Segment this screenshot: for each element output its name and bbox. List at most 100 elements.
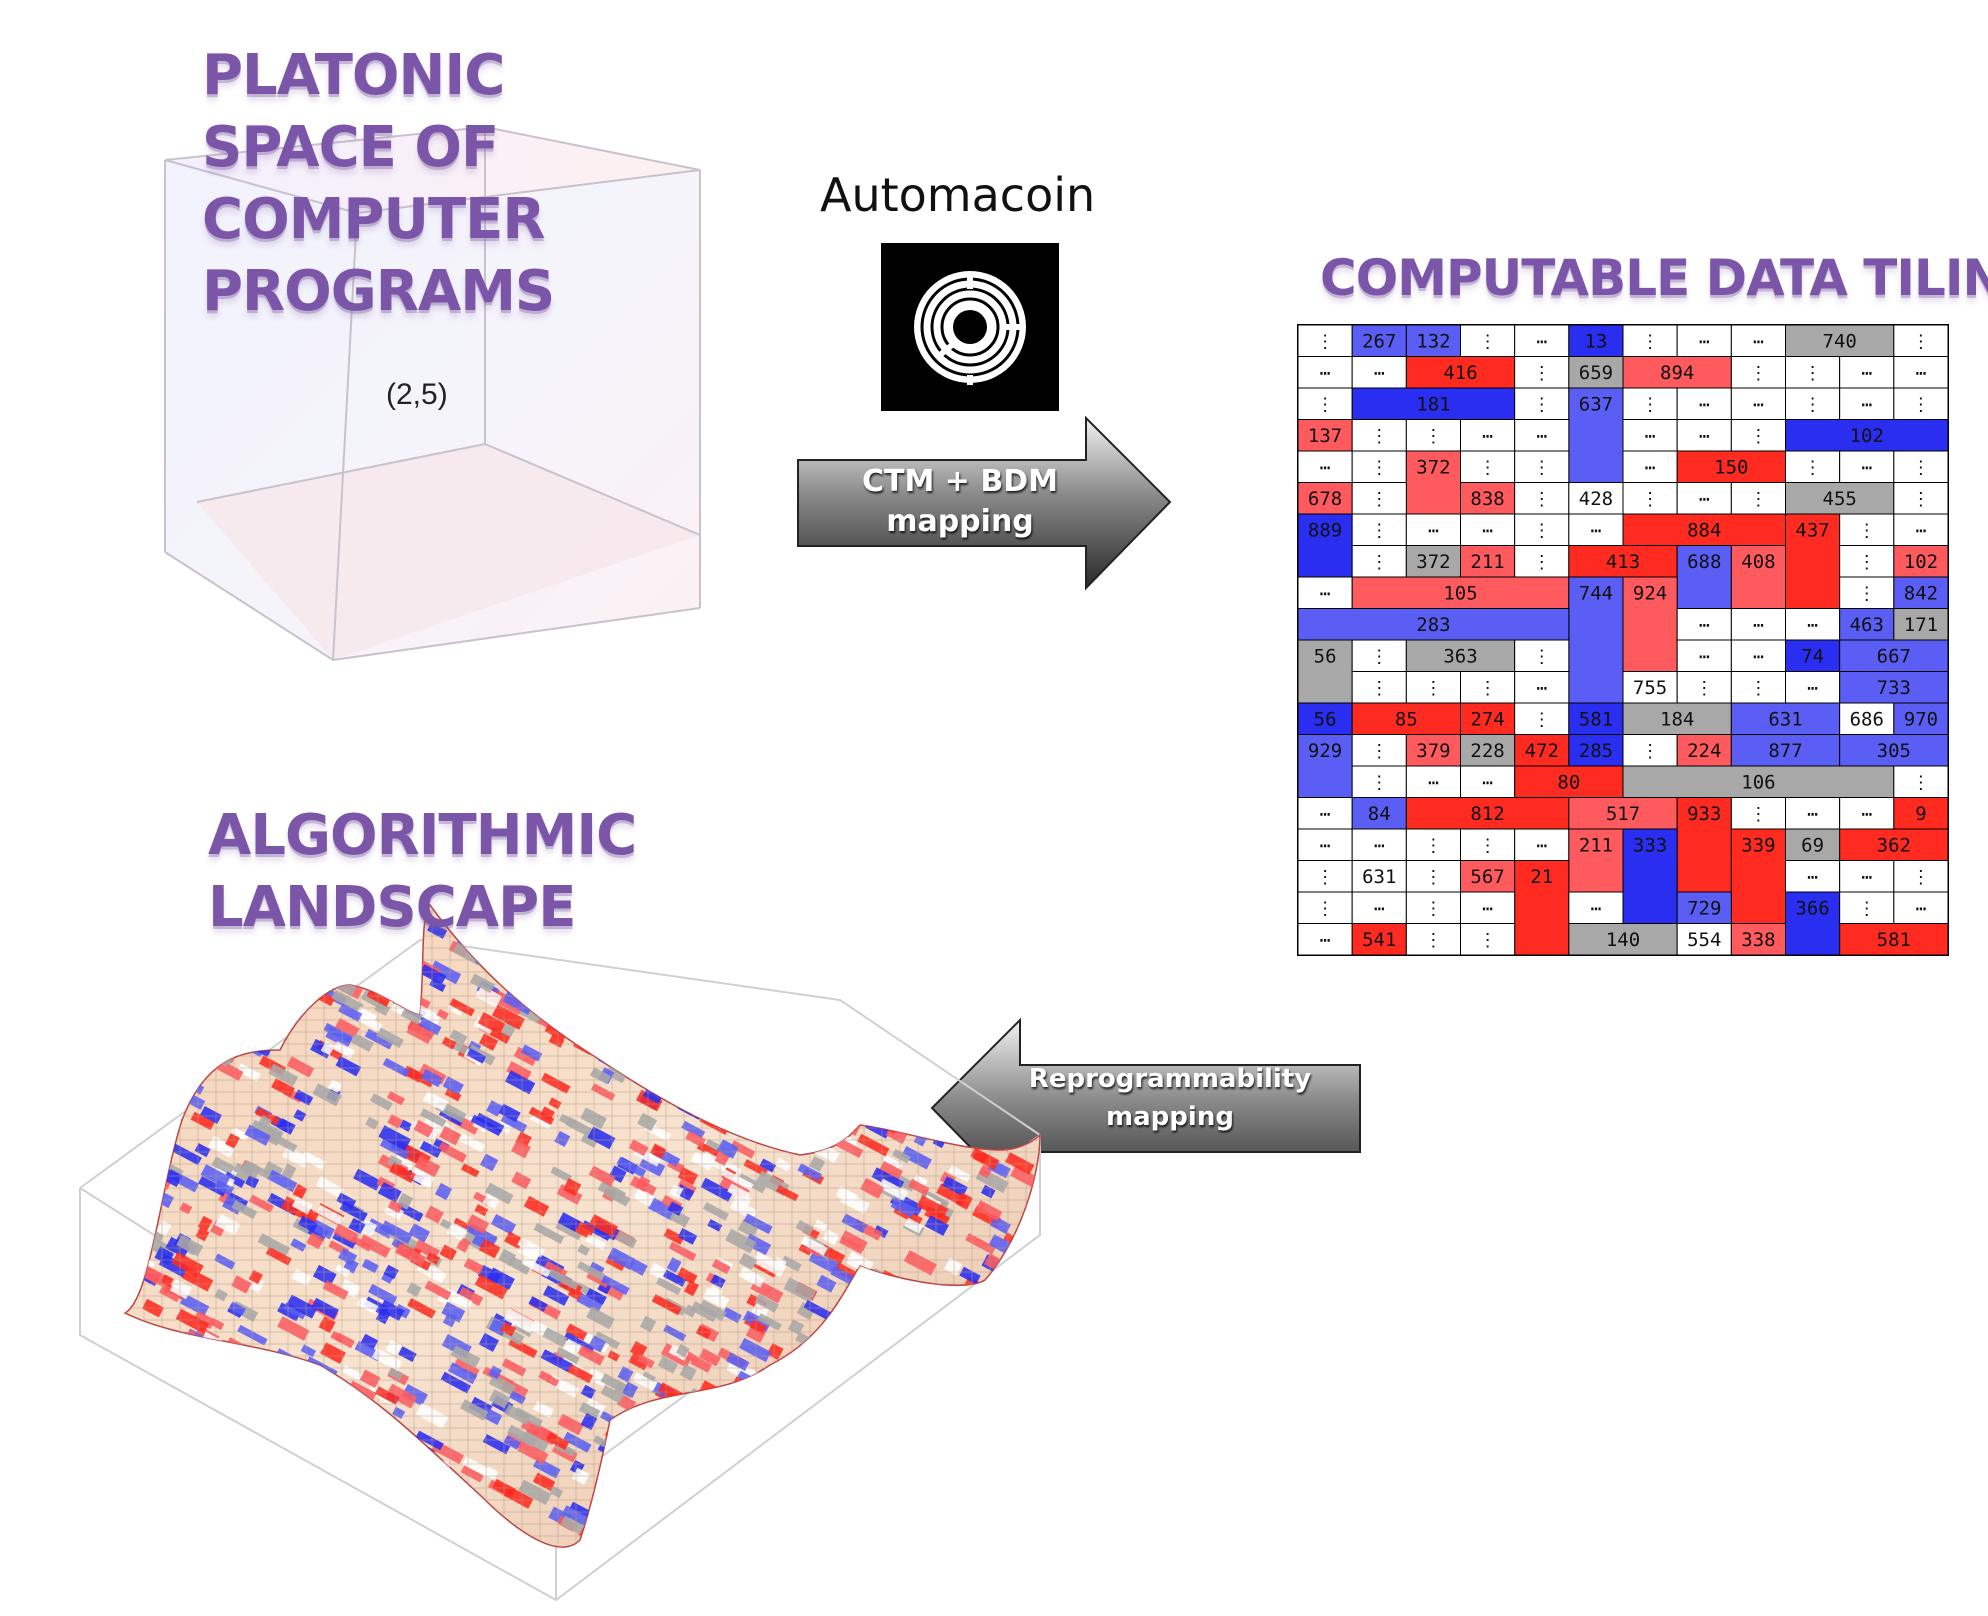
- tiling-tile-label: ⋯: [1861, 395, 1872, 416]
- surface-patch: [388, 974, 404, 989]
- surface-patch: [757, 1607, 774, 1616]
- surface-patch: [770, 1453, 798, 1475]
- tiling-tile: 106: [1622, 765, 1895, 798]
- tiling-tile: ⋮: [1405, 923, 1462, 956]
- tiling-tile-label: ⋯: [1590, 899, 1601, 920]
- surface-patch: [916, 1527, 947, 1548]
- tiling-tile-label: 740: [1823, 331, 1857, 353]
- tiling-tile-label: ⋯: [1374, 836, 1385, 857]
- title-line: SPACE OF: [202, 115, 499, 180]
- surface-patch: [746, 1070, 762, 1085]
- tiling-tile-label: ⋯: [1320, 584, 1331, 605]
- surface-patch: [876, 1343, 903, 1364]
- surface-patch: [811, 1492, 840, 1513]
- surface-patch: [660, 1518, 691, 1542]
- tiling-tile-label: 102: [1904, 551, 1938, 573]
- surface-patch: [475, 943, 501, 965]
- surface-patch: [871, 1288, 893, 1306]
- tiling-tile-rect: [1839, 545, 1895, 578]
- tiling-tile-rect: [1405, 513, 1462, 546]
- surface-patch: [391, 1446, 416, 1467]
- tiling-tile: ⋮: [1514, 545, 1570, 578]
- tiling-tile: ⋮: [1622, 387, 1678, 420]
- tiling-tile: 637: [1568, 387, 1624, 483]
- surface-patch: [603, 1534, 619, 1548]
- tiling-tile-rect: [1622, 734, 1678, 767]
- tiling-tile-label: 363: [1443, 646, 1477, 668]
- surface-patch: [801, 1113, 820, 1128]
- surface-patch: [691, 1522, 718, 1542]
- surface-patch: [162, 957, 190, 979]
- surface-patch: [125, 951, 150, 971]
- surface-patch: [679, 1508, 697, 1524]
- tiling-tile-rect: [1568, 356, 1624, 389]
- tiling-tile-label: 211: [1470, 551, 1504, 573]
- tiling-tile-label: ⋮: [1533, 521, 1551, 542]
- surface-patch: [971, 1474, 991, 1492]
- tiling-tile: ⋯: [1351, 891, 1407, 924]
- tiling-tile: ⋯: [1297, 923, 1353, 956]
- surface-patch: [907, 1312, 932, 1330]
- tiling-tile: 554: [1676, 923, 1732, 956]
- surface-patch: [856, 1420, 881, 1438]
- surface-patch: [730, 1574, 743, 1587]
- surface-patch: [1034, 1477, 1040, 1501]
- surface-patch: [670, 1479, 689, 1497]
- tiling-tile-rect: [1568, 576, 1624, 704]
- tiling-tile-rect: [1297, 450, 1353, 483]
- surface-patch: [726, 1532, 752, 1548]
- surface-patch: [770, 1523, 786, 1539]
- tiling-tile-label: ⋮: [1749, 426, 1767, 447]
- tiling-tile-rect: [1730, 702, 1841, 735]
- surface-patch: [174, 1063, 199, 1085]
- tiling-tile: ⋯: [1460, 419, 1516, 452]
- surface-patch: [813, 1450, 831, 1464]
- surface-patch: [910, 1525, 933, 1543]
- title-line: COMPUTER: [202, 187, 546, 252]
- tiling-tile: ⋯: [1676, 324, 1732, 357]
- tiling-tile: 581: [1568, 702, 1624, 735]
- surface-patch: [856, 1419, 889, 1443]
- surface-patch: [816, 1481, 835, 1497]
- surface-patch: [1030, 1424, 1040, 1445]
- surface-patch: [764, 1565, 785, 1584]
- tiling-tile-label: 686: [1850, 709, 1884, 731]
- tiling-tile-rect: [1460, 450, 1516, 483]
- surface-patch: [775, 1118, 790, 1131]
- surface-patch: [1005, 1556, 1029, 1575]
- surface-patch: [151, 1082, 175, 1101]
- tiling-tile-label: ⋯: [1536, 332, 1547, 353]
- tiling-tile-rect: [1351, 828, 1407, 861]
- computable-data-tiling-title: COMPUTABLE DATA TILING: [1320, 249, 1988, 307]
- tiling-tile: ⋯: [1730, 324, 1787, 357]
- surface-patch: [852, 1313, 883, 1338]
- tiling-tile: ⋮: [1351, 639, 1407, 672]
- tiling-tile-label: 838: [1470, 488, 1504, 510]
- surface-patch: [866, 1441, 889, 1460]
- surface-patch: [735, 1487, 760, 1507]
- surface-patch: [193, 1006, 212, 1021]
- surface-patch: [803, 1544, 825, 1548]
- surface-patch: [712, 1545, 728, 1548]
- tiling-tile: ⋮: [1405, 860, 1462, 893]
- tiling-tile: 105: [1351, 576, 1570, 609]
- tiling-tile-rect: [1514, 828, 1570, 861]
- tiling-tile-label: 372: [1416, 551, 1450, 573]
- tiling-tile-rect: [1730, 639, 1787, 672]
- tiling-tile-label: 688: [1687, 551, 1721, 573]
- surface-patch: [275, 947, 292, 961]
- tiling-tile-label: 889: [1308, 520, 1342, 542]
- surface-patch: [878, 1326, 899, 1342]
- surface-patch: [168, 1002, 200, 1025]
- surface-patch: [887, 1396, 907, 1415]
- tiling-tile-rect: [1893, 482, 1949, 515]
- tiling-tile-label: ⋮: [1533, 458, 1551, 479]
- tiling-tile: ⋯: [1839, 797, 1895, 830]
- surface-patch: [152, 1016, 170, 1032]
- tiling-tile-rect: [1785, 828, 1841, 861]
- tiling-tile-label: ⋯: [1482, 426, 1493, 447]
- surface-patch: [164, 1410, 178, 1422]
- surface-patch: [805, 1086, 830, 1107]
- surface-patch: [1000, 1364, 1019, 1380]
- surface-patch: [349, 943, 376, 965]
